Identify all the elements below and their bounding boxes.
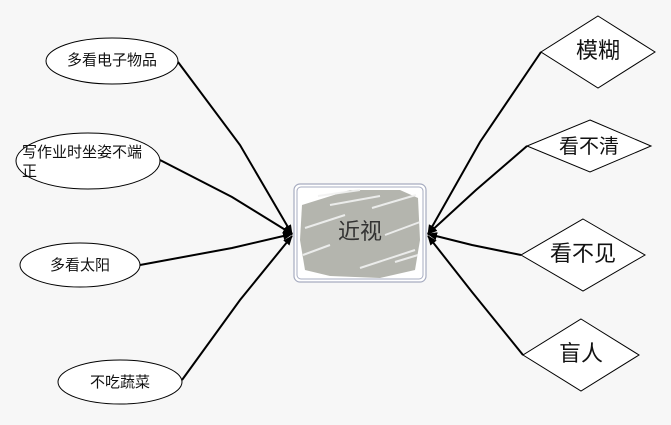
effect-node-3[interactable]: 看不见: [549, 242, 616, 267]
cause-node-2[interactable]: 写作业时坐姿不端正: [22, 143, 143, 180]
effect-node-1-shape: [540, 15, 656, 89]
cause-node-3-shape: [19, 242, 141, 288]
cause-node-1[interactable]: 多看电子物品: [66, 51, 157, 69]
center-node-shape: [293, 183, 427, 283]
effect-node-4-shape: [522, 318, 640, 392]
connector-cause-4: [181, 235, 293, 381]
connector-effect-3: [427, 232, 522, 256]
cause-node-1-shape: [45, 37, 179, 85]
connector-effect-4: [427, 235, 524, 356]
connector-cause-2: [159, 159, 293, 235]
cause-node-4-shape: [57, 359, 183, 405]
connector-effect-2: [427, 145, 528, 235]
effect-node-1[interactable]: 模糊: [575, 39, 620, 64]
connector-effect-1: [427, 51, 542, 235]
center-node-label[interactable]: 近视: [337, 220, 382, 245]
effect-node-3-shape: [520, 218, 646, 292]
connector-cause-1: [177, 61, 293, 235]
effect-node-2[interactable]: 看不清: [559, 134, 619, 158]
effect-node-4[interactable]: 盲人: [558, 342, 603, 367]
connector-cause-3: [139, 232, 293, 266]
cause-node-3[interactable]: 多看太阳: [49, 256, 110, 274]
cause-node-2-shape: [15, 132, 161, 190]
cause-node-4[interactable]: 不吃蔬菜: [89, 373, 150, 391]
effect-node-2-shape: [525, 119, 653, 173]
